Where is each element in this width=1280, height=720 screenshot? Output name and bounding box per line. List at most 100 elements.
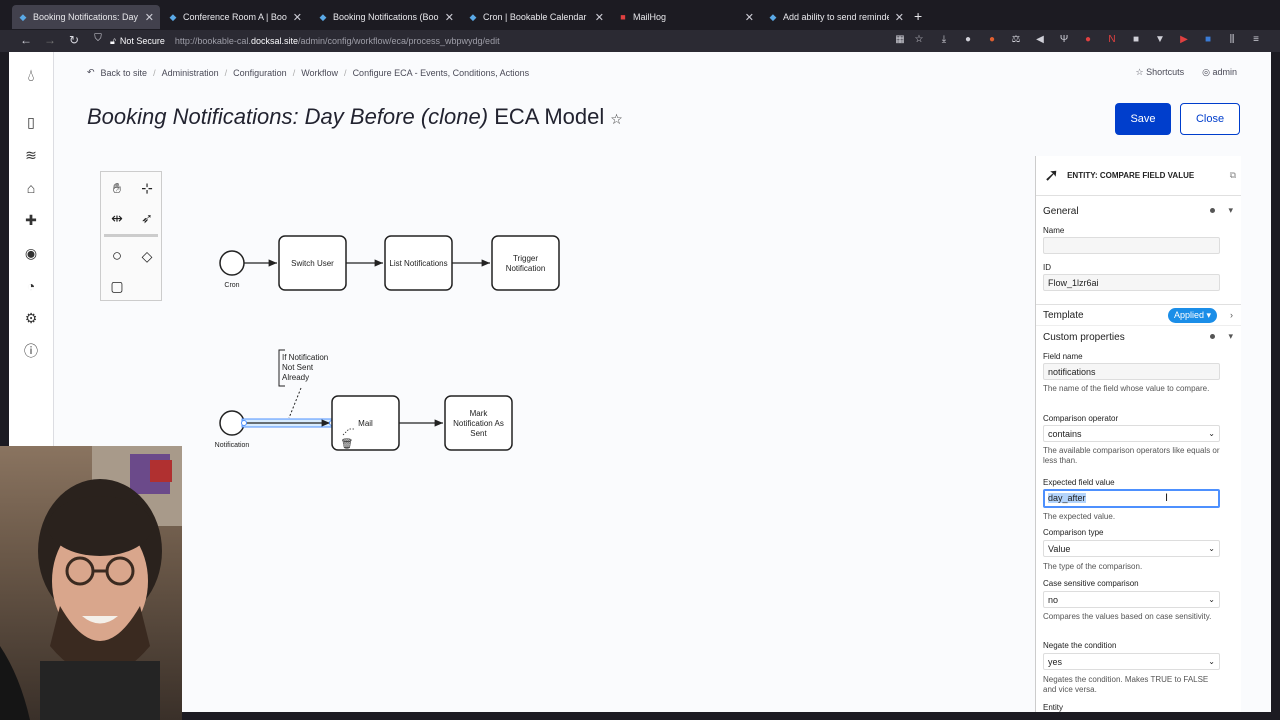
tab-conference-room[interactable]: ◆Conference Room A | Bookab✕ bbox=[162, 5, 308, 29]
browser-tab-bar: ◆Booking Notifications: Day Be✕ ◆Confere… bbox=[0, 0, 1280, 30]
bookmark-star-icon[interactable]: ☆ bbox=[914, 34, 924, 45]
expected-value-label: Expected field value bbox=[1043, 478, 1115, 487]
comparison-type-select[interactable]: Value⌄ bbox=[1043, 540, 1220, 557]
hand-tool-icon[interactable]: ✋︎ bbox=[113, 179, 121, 196]
field-name-field[interactable]: notifications bbox=[1043, 363, 1220, 380]
breadcrumb-link[interactable]: Configure ECA - Events, Conditions, Acti… bbox=[352, 67, 530, 78]
help-icon[interactable]: ⓘ bbox=[24, 343, 38, 359]
close-icon[interactable]: ✕ bbox=[594, 11, 604, 24]
user-icon: ◎ bbox=[1202, 67, 1210, 77]
association-line[interactable] bbox=[288, 387, 302, 419]
operator-select[interactable]: contains⌄ bbox=[1043, 425, 1220, 442]
context-connector-icon[interactable] bbox=[342, 428, 355, 436]
ublock-icon[interactable]: ● bbox=[1084, 34, 1092, 45]
url-bar[interactable]: 🔓︎ Not Secure http://bookable-cal.docksa… bbox=[110, 32, 890, 50]
close-icon[interactable]: ✕ bbox=[894, 11, 904, 24]
task-mark-notification-sent[interactable] bbox=[444, 395, 513, 451]
id-field[interactable]: Flow_1lzr6ai bbox=[1043, 274, 1220, 291]
breadcrumb-link[interactable]: Administration bbox=[161, 67, 219, 78]
chevron-right-icon[interactable]: › bbox=[1230, 310, 1233, 320]
tab-add-ability[interactable]: ◆Add ability to send reminder✕ bbox=[762, 5, 910, 29]
case-sensitive-label: Case sensitive comparison bbox=[1043, 579, 1139, 588]
menu-icon[interactable]: ≡ bbox=[1253, 34, 1259, 45]
section-template[interactable]: Template Applied ▾ › bbox=[1036, 304, 1241, 326]
save-button[interactable]: Save bbox=[1115, 103, 1171, 135]
extension-icon[interactable]: ● bbox=[964, 34, 972, 45]
breadcrumb-link[interactable]: Workflow bbox=[301, 67, 339, 78]
close-icon[interactable]: ✕ bbox=[144, 11, 154, 24]
negate-select[interactable]: yes⌄ bbox=[1043, 653, 1220, 670]
flow-handle[interactable] bbox=[241, 420, 247, 426]
task-trigger-notification[interactable] bbox=[491, 235, 560, 291]
close-icon[interactable]: ✕ bbox=[292, 11, 302, 24]
tab-cron[interactable]: ◆Cron | Bookable Calendar✕ bbox=[462, 5, 610, 29]
gateway-tool-icon[interactable]: ◇ bbox=[141, 247, 153, 264]
library-icon[interactable]: ⫼ bbox=[1229, 34, 1235, 45]
chevron-down-icon: ⌄ bbox=[1208, 429, 1215, 438]
close-button[interactable]: Close bbox=[1180, 103, 1240, 135]
reload-icon[interactable]: ↻ bbox=[68, 33, 80, 47]
browser-nav-bar: ← → ↻ ⛉ 🔓︎ Not Secure http://bookable-ca… bbox=[0, 30, 1280, 52]
trash-icon[interactable]: 🗑︎ bbox=[341, 438, 354, 450]
tab-booking-notifications-2[interactable]: ◆Booking Notifications (Booki✕ bbox=[312, 5, 460, 29]
section-custom-properties[interactable]: Custom properties▾ bbox=[1036, 326, 1241, 348]
content-icon[interactable]: ▯ bbox=[27, 114, 35, 130]
extension-icon[interactable]: ▶ bbox=[1180, 34, 1188, 45]
download-icon[interactable]: ⤓ bbox=[941, 34, 947, 45]
back-to-site-link[interactable]: Back to site bbox=[100, 67, 148, 78]
extension-icon[interactable]: ⚖ bbox=[1011, 34, 1021, 45]
start-event-notification[interactable] bbox=[219, 410, 245, 436]
applied-badge[interactable]: Applied ▾ bbox=[1167, 308, 1217, 323]
extend-icon[interactable]: ✚ bbox=[25, 212, 37, 228]
back-arrow-icon[interactable]: ← bbox=[20, 33, 32, 47]
tab-booking-notifications[interactable]: ◆Booking Notifications: Day Be✕ bbox=[12, 5, 160, 29]
case-sensitive-select[interactable]: no⌄ bbox=[1043, 591, 1220, 608]
name-field[interactable] bbox=[1043, 237, 1220, 254]
close-icon[interactable]: ✕ bbox=[744, 11, 754, 24]
structure-icon[interactable]: ≋ bbox=[25, 147, 37, 163]
tab-mailhog[interactable]: ■MailHog✕ bbox=[612, 5, 760, 29]
extension-icon[interactable]: ● bbox=[988, 34, 996, 45]
section-general[interactable]: General▾ bbox=[1036, 200, 1241, 222]
webcam-person-image bbox=[0, 446, 182, 720]
space-tool-icon[interactable]: ⇹ bbox=[111, 209, 123, 226]
user-link[interactable]: ◎ admin bbox=[1202, 67, 1237, 78]
start-event-tool-icon[interactable]: ○ bbox=[111, 246, 123, 265]
extension-icon[interactable]: N bbox=[1108, 34, 1116, 45]
bpmn-canvas[interactable]: Cron Switch User List Notifications Trig… bbox=[9, 52, 1029, 712]
chevron-down-icon[interactable]: ▾ bbox=[1228, 205, 1233, 215]
grid-icon[interactable]: ▦ bbox=[895, 34, 905, 45]
task-tool-icon[interactable]: ▢ bbox=[110, 277, 124, 294]
drupal-logo-icon[interactable]: 💧︎ bbox=[27, 66, 35, 85]
extension-icon[interactable]: ■ bbox=[1204, 34, 1212, 45]
extension-icon[interactable]: ▼ bbox=[1155, 34, 1165, 45]
forward-arrow-icon[interactable]: → bbox=[44, 33, 56, 47]
shortcuts-link[interactable]: ☆ Shortcuts bbox=[1135, 67, 1184, 78]
star-icon: ☆ bbox=[1135, 67, 1144, 77]
webcam-overlay bbox=[0, 446, 182, 720]
breadcrumb: ↶ Back to site / Administration / Config… bbox=[87, 67, 529, 78]
appearance-icon[interactable]: ⌂ bbox=[26, 180, 36, 196]
extension-icon[interactable]: ■ bbox=[1132, 34, 1140, 45]
reports-icon[interactable]: ◔ bbox=[26, 278, 36, 294]
breadcrumb-separator: / bbox=[292, 67, 296, 78]
favorite-star-icon[interactable]: ☆ bbox=[610, 111, 623, 127]
lasso-tool-icon[interactable]: ⊹ bbox=[141, 179, 153, 196]
section-label: Template bbox=[1043, 309, 1084, 321]
shortcuts-label: Shortcuts bbox=[1146, 67, 1185, 77]
breadcrumb-link[interactable]: Configuration bbox=[233, 67, 287, 78]
configuration-icon[interactable]: ⚙ bbox=[24, 310, 38, 326]
people-icon[interactable]: ◉ bbox=[24, 245, 38, 261]
extension-icon[interactable]: Ψ bbox=[1059, 34, 1069, 45]
external-link-icon[interactable]: ⧉ bbox=[1229, 170, 1236, 180]
case-sensitive-help: Compares the values based on case sensit… bbox=[1043, 612, 1212, 621]
chevron-down-icon[interactable]: ▾ bbox=[1228, 331, 1233, 341]
new-tab-icon[interactable]: + bbox=[914, 8, 923, 24]
speaker-icon[interactable]: ◀ bbox=[1036, 34, 1044, 45]
connect-tool-icon[interactable]: ➶ bbox=[141, 209, 153, 226]
close-icon[interactable]: ✕ bbox=[444, 11, 454, 24]
shield-icon[interactable]: ⛉ bbox=[94, 33, 102, 44]
annotation-bracket[interactable] bbox=[278, 349, 285, 387]
start-event-cron[interactable] bbox=[219, 250, 245, 276]
